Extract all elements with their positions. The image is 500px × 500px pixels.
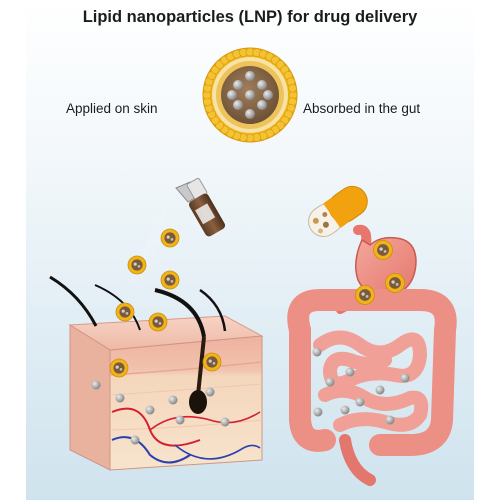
lipid-nanoparticle-small <box>127 255 147 275</box>
drug-particle <box>400 373 410 383</box>
drug-particle <box>205 387 215 397</box>
drug-particle <box>375 385 385 395</box>
diagram-title: Lipid nanoparticles (LNP) for drug deliv… <box>82 8 418 26</box>
drug-particle <box>115 393 125 403</box>
capsule-icon <box>308 185 368 237</box>
lipid-head <box>288 83 297 93</box>
drug-particle <box>257 100 267 110</box>
drug-particle <box>257 80 267 90</box>
drug-particle <box>245 90 255 100</box>
drug-particle <box>245 109 255 119</box>
lipid-nanoparticle-small <box>109 358 129 378</box>
lipid-nanoparticle-small <box>148 312 168 332</box>
lipid-nanoparticle-small <box>355 285 375 305</box>
drug-particle <box>313 407 323 417</box>
lipid-nanoparticle-small <box>115 302 135 322</box>
drug-particle <box>263 90 273 100</box>
drug-particle <box>227 90 237 100</box>
lipid-nanoparticle-small <box>160 270 180 290</box>
skin-cross-section <box>49 275 264 471</box>
label-applied-on-skin: Applied on skin <box>66 101 158 116</box>
drug-particle <box>325 377 335 387</box>
drug-particle <box>145 405 155 415</box>
lipid-nanoparticle-small <box>160 228 180 248</box>
drug-particle <box>233 100 243 110</box>
lipid-nanoparticle-large <box>202 47 298 143</box>
gut-drug-particles <box>312 240 410 425</box>
drug-particle <box>340 405 350 415</box>
drug-particle <box>233 80 243 90</box>
drug-particle <box>220 417 230 427</box>
skin-drug-particles <box>91 228 230 445</box>
drug-particle <box>245 71 255 81</box>
drug-particle <box>91 380 101 390</box>
lipid-nanoparticle-small <box>373 240 393 260</box>
label-absorbed-in-gut: Absorbed in the gut <box>303 101 421 116</box>
lipid-nanoparticle-small <box>202 352 222 372</box>
drug-particle <box>130 435 140 445</box>
drug-particle <box>385 415 395 425</box>
drug-particle <box>175 415 185 425</box>
digestive-tract <box>287 224 457 486</box>
drug-particle <box>312 347 322 357</box>
drug-particle <box>345 367 355 377</box>
drug-particle <box>168 395 178 405</box>
drug-particle <box>355 397 365 407</box>
lipid-nanoparticle-small <box>385 273 405 293</box>
